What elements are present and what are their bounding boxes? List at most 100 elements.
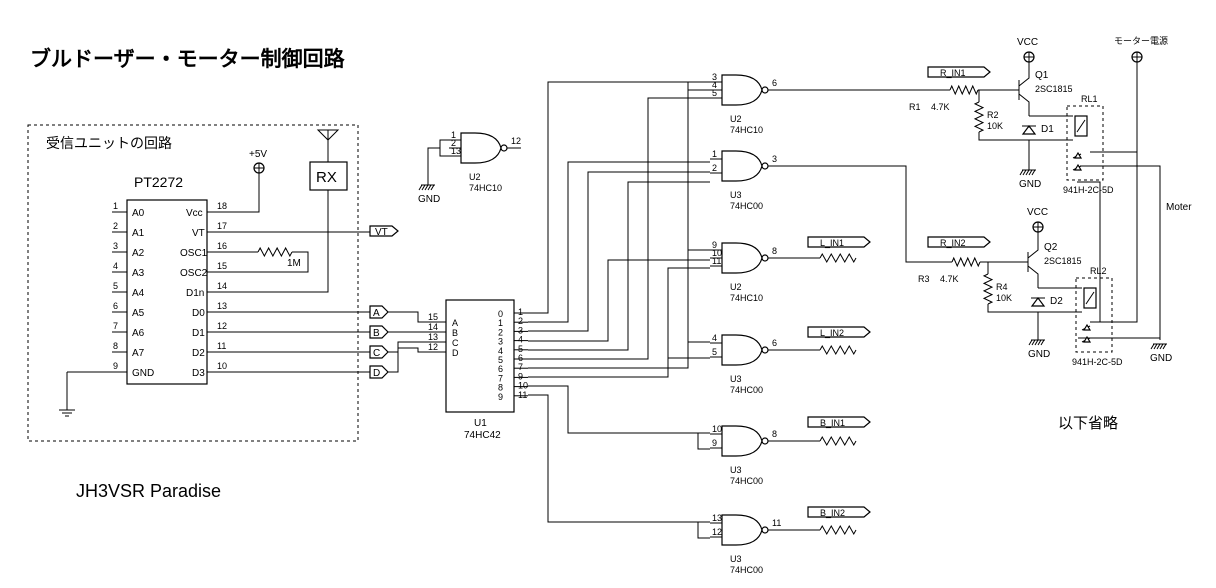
u1-pin-name: D: [452, 348, 459, 358]
pt2272-pin-num: 11: [217, 341, 226, 351]
u1-ref: U1: [474, 418, 487, 429]
signal-tag-r_in2: R_IN2: [927, 236, 991, 248]
u1-pin-name: 6: [498, 364, 503, 374]
pt2272-pin-name: D3: [192, 368, 205, 379]
footer-credit: JH3VSR Paradise: [76, 481, 221, 501]
gate-pin-num: 8: [772, 429, 777, 439]
u1-part: 74HC42: [464, 430, 501, 441]
resistor-ref: R1: [909, 102, 921, 112]
diode-ref: D2: [1050, 296, 1063, 307]
gate-pin-num: 10: [712, 424, 722, 434]
pt2272-pin-num: 13: [217, 301, 227, 311]
receiver-title: 受信ユニットの回路: [46, 135, 172, 151]
pt2272-pin-name: A7: [132, 348, 145, 359]
resistor-icon: [819, 435, 857, 447]
relay-ref: RL2: [1090, 266, 1107, 276]
gate-pin-num: 8: [772, 246, 777, 256]
resistor-ref: R3: [918, 274, 930, 284]
resistor-icon: [949, 84, 979, 96]
port-tag: D: [369, 365, 389, 379]
resistor-icon: [819, 344, 857, 356]
pt2272-pin-num: 9: [113, 361, 118, 371]
ground-icon: GND: [1150, 343, 1172, 364]
pt2272-pin-name: A2: [132, 248, 145, 259]
pt2272-pin-num: 4: [113, 261, 118, 271]
transistor-ref: Q2: [1044, 242, 1058, 253]
u1-pin-name: 7: [498, 373, 503, 383]
signal-tag-label: R_IN2: [940, 238, 966, 248]
pt2272-pin-num: 3: [113, 241, 118, 251]
pt2272-pin-name: A1: [132, 228, 145, 239]
pt2272-pin-name: Vcc: [186, 208, 203, 219]
motor-icon: Moter: [1166, 202, 1192, 213]
gate-pin-num: 9: [712, 240, 717, 250]
u1-pin-num: 3: [518, 325, 523, 335]
vcc-label-1: VCC: [1017, 37, 1038, 48]
resistor-ref: R4: [996, 282, 1008, 292]
ground-icon: [59, 372, 75, 417]
u1-pin-num: 6: [518, 353, 523, 363]
pt2272-pin-num: 2: [113, 221, 118, 231]
motor-power-terminal: モーター電源: [1114, 36, 1168, 63]
relay-icon: [1075, 277, 1113, 353]
gnd-label: GND: [418, 194, 440, 205]
port-tag: C: [369, 345, 389, 359]
gate-pin-num: 9: [712, 438, 717, 448]
pt2272-pin-num: 7: [113, 321, 118, 331]
u1-pin-name: 5: [498, 355, 503, 365]
gate-part: 74HC00: [730, 476, 763, 486]
diode-icon: [1030, 297, 1046, 307]
pt2272-pin-name: D0: [192, 308, 205, 319]
signal-tag-b_in2: B_IN2: [807, 506, 871, 518]
resistor-icon: [951, 256, 981, 268]
u1-pin-num: 10: [518, 381, 528, 391]
logic-gates: 3456U274HC10121312U274HC10123U374HC00910…: [449, 72, 782, 575]
u1-pin-num: 15: [428, 312, 438, 322]
signal-tag-label: L_IN2: [820, 328, 844, 338]
signal-tag-label: B_IN2: [820, 508, 845, 518]
u1-pin-name: 8: [498, 383, 503, 393]
gate-part: 74HC10: [730, 293, 763, 303]
gate-pin-num: 10: [712, 248, 722, 258]
pt2272-pin-name: A6: [132, 328, 145, 339]
gate-ref: U2: [730, 282, 742, 292]
port-tag: B: [369, 325, 389, 339]
gate-ref: U3: [730, 465, 742, 475]
pt2272-pin-num: 5: [113, 281, 118, 291]
signal-tag-l_in2: L_IN2: [807, 326, 871, 338]
diode-ref: D1: [1041, 124, 1054, 135]
gate-part: 74HC00: [730, 385, 763, 395]
pt2272-pin-num: 10: [217, 361, 227, 371]
ground-icon: GND: [1019, 169, 1041, 190]
u1-pin-name: 9: [498, 392, 503, 402]
rx-label: RX: [316, 169, 337, 186]
resistor-icon: [819, 252, 857, 264]
vcc-label-2: VCC: [1027, 207, 1048, 218]
u1-pin-name: A: [452, 318, 458, 328]
ground-icon: GND: [1028, 339, 1050, 360]
gate-pin-num: 13: [451, 146, 461, 156]
u1-pin-num: 2: [518, 316, 523, 326]
gate-ref: U3: [730, 554, 742, 564]
gate-pin-num: 12: [511, 136, 521, 146]
resistor-1m-label: 1M: [287, 258, 301, 269]
gate-pin-num: 1: [712, 149, 717, 159]
gate-pin-num: 13: [712, 513, 722, 523]
pt2272-pin-name: D1n: [186, 288, 204, 299]
signal-tag-label: B_IN1: [820, 418, 845, 428]
antenna-icon: [316, 129, 340, 162]
resistor-icon: [819, 524, 857, 536]
pt2272-pin-name: D1: [192, 328, 205, 339]
omitted-note: 以下省略: [1058, 415, 1118, 432]
pt2272-pin-num: 1: [113, 201, 118, 211]
gate-pin-num: 2: [712, 163, 717, 173]
pt2272-pin-num: 8: [113, 341, 118, 351]
gate-pin-num: 3: [712, 72, 717, 82]
